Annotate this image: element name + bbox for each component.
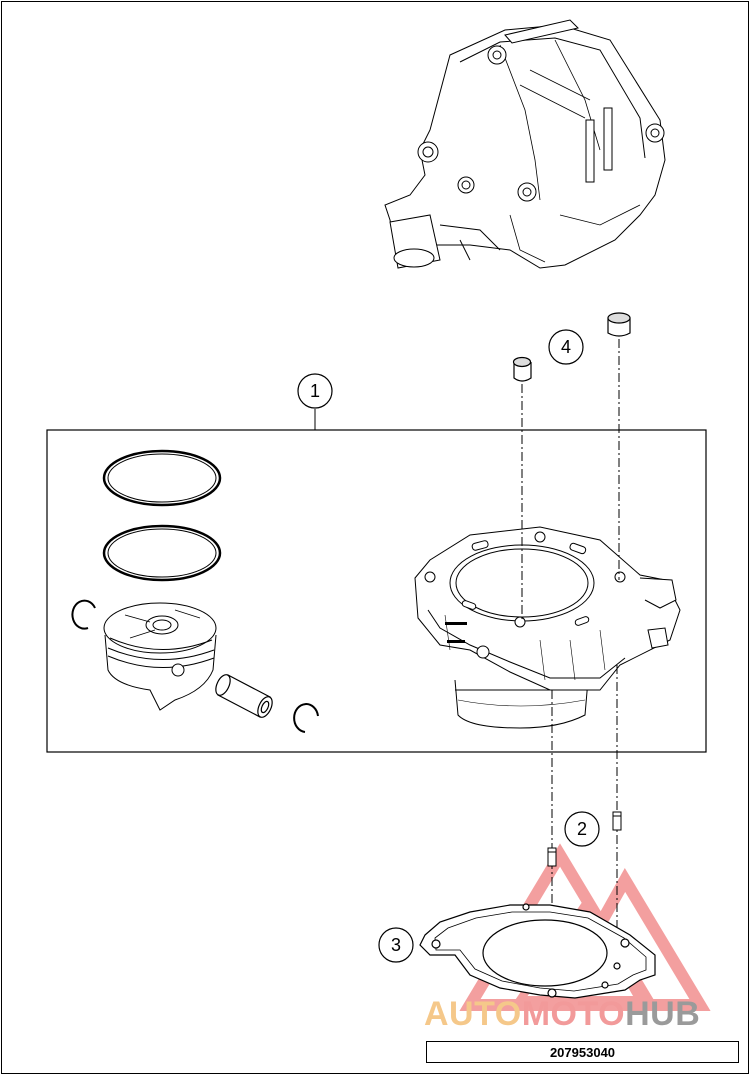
watermark-logo-text: AUTOMOTOHUB: [424, 994, 700, 1034]
cylinder-head-illustration: [384, 19, 666, 269]
callout-1-label: 1: [310, 381, 320, 401]
callout-2-label: 2: [577, 819, 587, 839]
part-number-box: 207953040: [426, 1041, 739, 1063]
watermark-text-hub: HUB: [625, 995, 701, 1033]
callout-3: 3: [378, 927, 414, 963]
watermark-text-auto: AUTO: [424, 995, 522, 1033]
piston-illustration: [103, 602, 217, 711]
cylinder-illustration: [414, 526, 681, 729]
kit-box: [46, 429, 707, 753]
base-gasket: [419, 903, 656, 999]
part-number: 207953040: [549, 1044, 616, 1060]
callout-1: 1: [297, 373, 333, 409]
dowel-sleeves: [512, 312, 631, 382]
watermark-text-moto: MOTO: [521, 995, 626, 1033]
callout-4-label: 4: [561, 337, 571, 357]
callout-4: 4: [548, 329, 584, 365]
callout-2: 2: [564, 811, 600, 847]
callout-3-label: 3: [391, 935, 401, 955]
circlips: [71, 599, 319, 733]
dowel-pins: [547, 811, 622, 867]
piston-rings: [102, 449, 222, 582]
piston-pin: [215, 674, 273, 718]
